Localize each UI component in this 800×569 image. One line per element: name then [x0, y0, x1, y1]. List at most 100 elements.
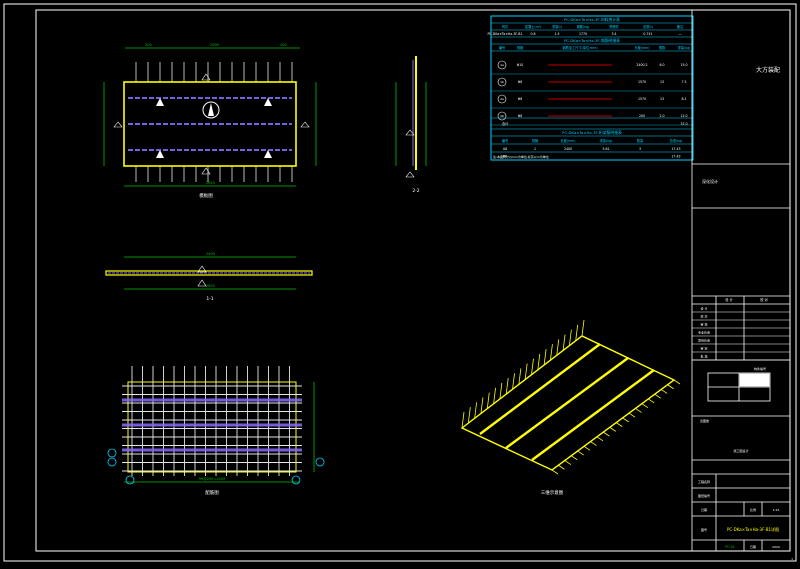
bot-table-column: 总重(kg) [670, 138, 683, 143]
stamp-label: 出图章 [700, 418, 709, 423]
section-1-title: 1-1 [206, 296, 213, 302]
bot-table-cell: 17.43 [671, 147, 680, 151]
date-value: 2020 [772, 545, 780, 549]
mid-row-spec: Φ8 [518, 80, 523, 84]
mid-row-count: 6.0 [659, 63, 664, 67]
sign-row-label: 专业负责 [698, 330, 710, 335]
bot-table-cell: 17.43 [671, 155, 680, 159]
mid-total-label: 合计 [502, 121, 509, 126]
top-table-cell: 0.741 [643, 32, 652, 36]
top-table-column: 钢筋(kg) [577, 24, 590, 29]
mid-row-length: 1570 [638, 97, 646, 101]
lifting-point-icon [156, 150, 164, 158]
plan-top-bars [135, 62, 293, 82]
mid-row-id: 2a [500, 97, 504, 101]
mid-row-count: 2.0 [659, 114, 664, 118]
sign-header-design: 设 计 [725, 297, 733, 302]
mid-table-column: 重量(kg) [678, 45, 691, 50]
bot-table-cell: 2400 [564, 147, 572, 151]
plan-dim-mid: 2000 [210, 43, 219, 47]
lifting-point-icon [156, 98, 164, 106]
plan-dim-left: 200 [145, 43, 152, 47]
top-table-column: 构件 [502, 24, 509, 29]
mid-row-id: 2b [500, 114, 504, 118]
mid-total-value: 37.0 [680, 122, 687, 126]
lifting-point-icon [264, 98, 272, 106]
plan-slab-outline [123, 81, 297, 167]
sheet-value: PC-01 [725, 545, 734, 549]
top-table-column: 总重(t) [643, 24, 653, 29]
plan-bottom-bars [135, 166, 293, 182]
section-1-1: 2400 2620 1-1 [105, 252, 313, 302]
date-label: 日期 [701, 507, 707, 512]
top-table-cell: PC-DKa×Ta×Ha-3F-B1 [487, 32, 522, 36]
section-2-title: 2-2 [412, 188, 419, 194]
top-table-header: PC-DKa×Ta×Ha-3F-材料统计表 [564, 17, 620, 22]
mid-table-column: 根数 [659, 45, 666, 50]
mid-row-weight: 12.0 [680, 114, 687, 118]
north-arrow-icon [202, 101, 220, 119]
sign-row-label: 校 对 [701, 314, 708, 319]
stage-label: 施工图设计 [733, 448, 748, 453]
mid-table-column: 长度(mm) [634, 45, 649, 50]
rebar-bottom-dim: 99@200=2400 [199, 477, 225, 481]
sign-row-label: 审 定 [701, 346, 708, 351]
section-2-2: 2-2 [395, 56, 427, 194]
sheet-label: 图号 [701, 527, 707, 532]
lifting-point-icon [264, 150, 272, 158]
project-label: 工程名称 [698, 479, 710, 484]
bot-table-column: 数量 [637, 138, 644, 143]
sign-row-label: 设 计 [701, 306, 708, 311]
sign-row-label: 项目负责 [698, 338, 710, 343]
page-number: 1 [791, 557, 793, 561]
mid-row-weight: 15.0 [680, 63, 687, 67]
drawing-label: 深化设计 [702, 178, 718, 184]
drawing-number: PC-DKa×Ta×Ha-3F-B1详图 [727, 526, 779, 532]
table-footnote: 注:本图尺寸以mm为单位,标高以m为单位 [493, 154, 549, 159]
mid-table-column: 钢筋加工尺寸(单位:mm) [562, 45, 597, 50]
top-table-cell: 1.5 [554, 32, 559, 36]
drawing-number-label: 图纸编号 [698, 493, 710, 498]
rebar-view: 99@200=2400 配筋图 [107, 366, 325, 496]
mid-row-id: 1b [500, 80, 504, 84]
section-1-total: 2620 [206, 284, 215, 288]
outer-frame [3, 3, 797, 562]
top-table-column: 重量(t) [552, 24, 562, 29]
plan-view-title: 模板图 [199, 192, 213, 199]
mid-table-column: 规格 [517, 45, 524, 50]
mid-row-spec: Φ8 [518, 114, 523, 118]
mid-row-weight: 8.1 [681, 97, 686, 101]
sign-row-label: 批 准 [701, 354, 708, 359]
mid-row-length: 1570 [638, 80, 646, 84]
scale-value: 1:25 [773, 508, 780, 512]
sign-row-label: 审 核 [701, 322, 708, 327]
bot-table-cell: 5.81 [602, 147, 609, 151]
mid-row-spec: Φ8 [518, 97, 523, 101]
top-table-cell: 0.6 [530, 32, 535, 36]
mid-row-count: 13 [660, 80, 664, 84]
bot-table-cell: A8 [503, 147, 507, 151]
bot-table-column: 重量(kg) [600, 138, 613, 143]
date-label-bottom: 日期 [750, 544, 756, 549]
sign-header-check: 校 对 [760, 297, 768, 302]
bot-table-column: 长度(mm) [560, 138, 575, 143]
bot-table-column: 编号 [502, 138, 508, 143]
top-table-cell: — [678, 32, 682, 36]
inner-frame [35, 9, 791, 552]
mid-table-column: 编号 [499, 45, 505, 50]
top-table-column: 预埋件 [609, 24, 619, 29]
scale-label: 比例 [750, 507, 756, 512]
project-title: 大方装配 [756, 66, 780, 74]
top-table-column: 备注 [677, 24, 684, 29]
mid-table-header: PC-DKa×Ta×Ha-3F-钢筋明细表 [564, 38, 620, 43]
bot-table-cell: 1 [534, 147, 536, 151]
bot-table-cell: 3 [639, 147, 641, 151]
mid-row-weight: 7.5 [681, 80, 686, 84]
top-table-cell: 3.4 [611, 32, 616, 36]
mid-row-count: 13 [660, 97, 664, 101]
legend-title: 构件编号 [754, 366, 766, 371]
iso-view-title: 三维示意图 [541, 489, 564, 496]
